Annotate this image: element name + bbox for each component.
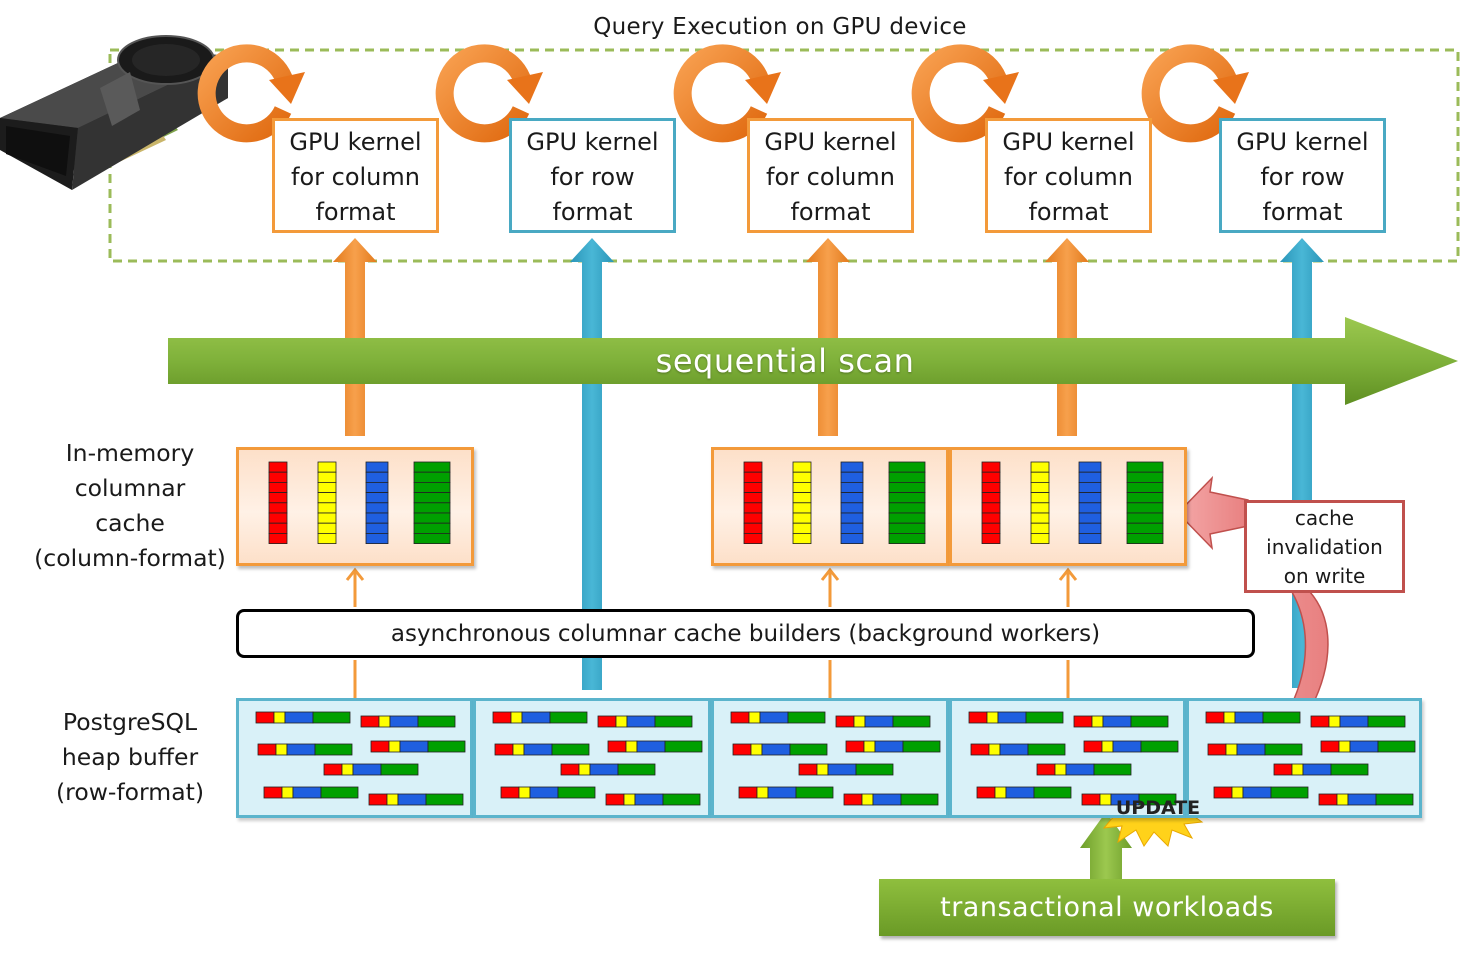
build-arrow-head <box>1058 567 1078 581</box>
heap-buffer-page <box>473 698 711 818</box>
refresh-cycle-icon <box>197 44 305 143</box>
build-arrow-head <box>345 567 365 581</box>
row-data-arrow <box>570 238 614 690</box>
gpu-kernel-box: GPU kernel for column format <box>747 118 914 233</box>
row-data-arrow <box>1280 238 1324 688</box>
heap-side-label: PostgreSQL heap buffer (row-format) <box>25 705 235 810</box>
heap-label-line: PostgreSQL <box>62 708 198 736</box>
cache-side-label: In-memory columnar cache (column-format) <box>25 436 235 576</box>
column-data-arrow <box>333 238 377 436</box>
refresh-cycle-icon <box>911 44 1019 143</box>
kernel-label-line: format <box>790 198 871 226</box>
heap-buffer-page <box>236 698 473 818</box>
kernel-label-line: for column <box>766 163 895 191</box>
columnar-cache-block <box>949 447 1187 566</box>
transactional-workloads-box: transactional workloads <box>879 879 1335 936</box>
transactional-arrow <box>1080 812 1132 880</box>
kernel-label-line: format <box>1028 198 1109 226</box>
gpu-kernel-box: GPU kernel for row format <box>1219 118 1386 233</box>
invalidation-line: cache <box>1294 506 1355 530</box>
cache-label-line: columnar <box>74 474 186 502</box>
gpu-kernel-box: GPU kernel for row format <box>509 118 676 233</box>
kernel-label-line: format <box>315 198 396 226</box>
kernel-label-line: GPU kernel <box>1002 128 1135 156</box>
sequential-scan-arrow <box>168 317 1458 405</box>
kernel-label-line: for row <box>1260 163 1345 191</box>
cache-label-line: cache <box>95 509 165 537</box>
cache-label-line: In-memory <box>65 439 195 467</box>
cache-builders-bar: asynchronous columnar cache builders (ba… <box>236 609 1255 658</box>
refresh-cycle-icon <box>1141 44 1249 143</box>
kernel-label-line: for row <box>550 163 635 191</box>
kernel-label-line: format <box>1262 198 1343 226</box>
diagram-title: Query Execution on GPU device <box>593 14 967 40</box>
kernel-label-line: GPU kernel <box>764 128 897 156</box>
columnar-cache-block <box>236 447 474 566</box>
column-data-arrow <box>806 238 850 436</box>
columnar-cache-block <box>711 447 949 566</box>
kernel-label-line: format <box>552 198 633 226</box>
kernel-label-line: for column <box>291 163 420 191</box>
gpu-kernel-box: GPU kernel for column format <box>985 118 1152 233</box>
invalidation-line: invalidation <box>1266 535 1383 559</box>
update-label: UPDATE <box>1115 797 1201 819</box>
heap-buffer-page <box>711 698 949 818</box>
sequential-scan-label: sequential scan <box>655 342 915 380</box>
kernel-label-line: GPU kernel <box>526 128 659 156</box>
refresh-cycle-icon <box>435 44 543 143</box>
gpu-kernel-box: GPU kernel for column format <box>272 118 439 233</box>
column-data-arrow <box>1045 238 1089 436</box>
refresh-cycle-icon <box>673 44 781 143</box>
kernel-label-line: GPU kernel <box>1236 128 1369 156</box>
cache-label-line: (column-format) <box>34 544 226 572</box>
heap-buffer-page <box>1186 698 1422 818</box>
heap-label-line: heap buffer <box>61 743 199 771</box>
gpu-card-icon <box>0 35 228 190</box>
build-arrow-head <box>820 567 840 581</box>
heap-label-line: (row-format) <box>56 778 204 806</box>
kernel-label-line: for column <box>1004 163 1133 191</box>
invalidation-line: on write <box>1283 564 1366 588</box>
cache-invalidation-box: cache invalidation on write <box>1244 500 1405 593</box>
kernel-label-line: GPU kernel <box>289 128 422 156</box>
